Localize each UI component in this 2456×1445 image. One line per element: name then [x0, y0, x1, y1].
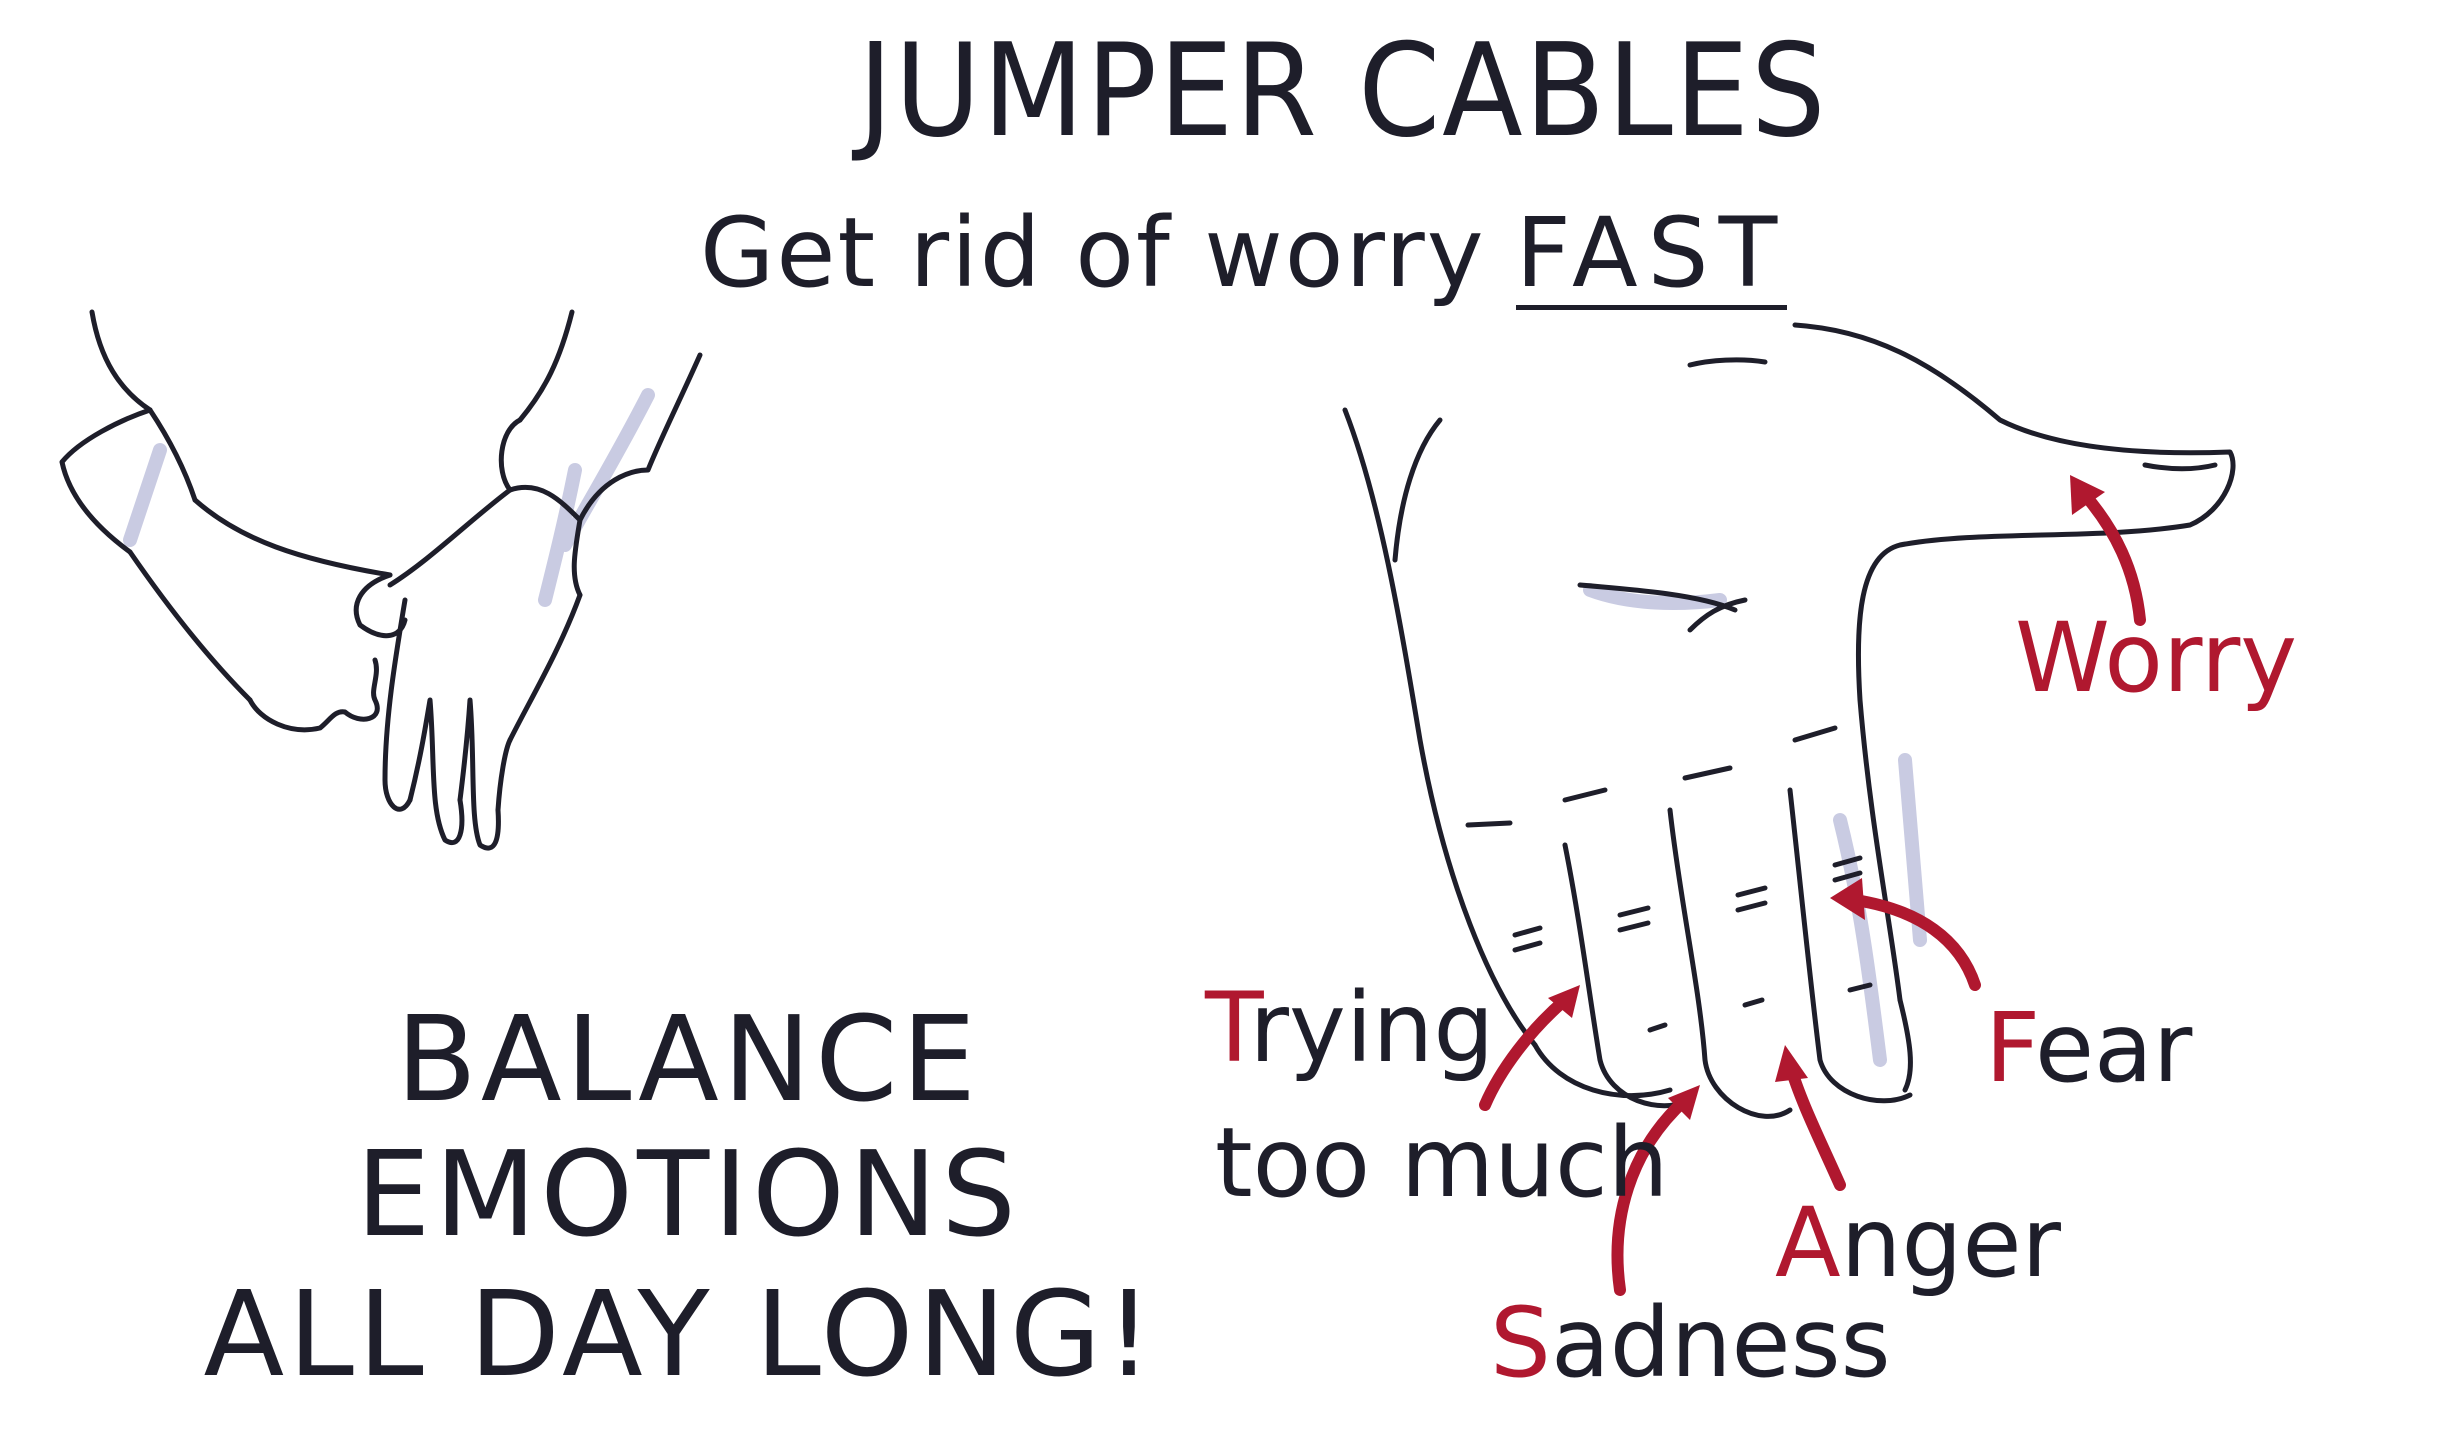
label-fear-rest: ear: [2034, 992, 2193, 1104]
label-fear: Fear: [1985, 1000, 2192, 1096]
arrow-worry-head: [2070, 475, 2105, 515]
joint-mark-3: [1735, 885, 1768, 913]
right-hand-finger-3: [495, 737, 513, 813]
palm-line-2: [1687, 597, 1748, 633]
label-fear-initial: F: [1985, 992, 2035, 1104]
thumb-nail: [2142, 462, 2218, 472]
label-trying: Trying: [1205, 980, 1494, 1076]
finger-tip-little: [1532, 1042, 1673, 1099]
arrow-anger-head: [1775, 1045, 1808, 1082]
joint-mark-5: [1647, 1022, 1668, 1033]
right-forearm-top: [387, 487, 513, 588]
label-worry-rest: orry: [2104, 602, 2298, 714]
thumb-outline: [1792, 322, 2236, 1003]
page-title: JUMPER CABLES: [858, 17, 1828, 166]
finger-little: [1562, 842, 1693, 1109]
left-fist-knuckle: [353, 572, 408, 639]
finger-shade: [1833, 813, 1887, 1067]
left-cuff-fold: [147, 407, 198, 503]
joint-mark-4: [1832, 855, 1863, 883]
left-fist-fingers: [247, 657, 380, 733]
right-hand-finger-2: [457, 697, 501, 851]
label-trying-line2-text: too much: [1215, 1107, 1669, 1219]
left-cuff: [59, 407, 153, 555]
cuff-shade-left: [123, 443, 167, 547]
finger-middle: [1787, 787, 1913, 1104]
message-line-1: BALANCE: [395, 990, 981, 1128]
open-palm-drawing: [1342, 322, 2236, 1119]
subtitle-lead: Get rid of worry: [700, 197, 1486, 309]
emotion-arrows: [1479, 475, 2146, 1296]
cuff-shade-right: [538, 463, 582, 607]
subtitle-emphasis: FAST: [1515, 197, 1788, 310]
right-forearm-bottom: [507, 592, 583, 743]
right-hand-finger-1: [407, 697, 465, 845]
label-worry: Worry: [2015, 610, 2297, 706]
arrow-worry: [2079, 489, 2146, 626]
knuckle-dash-1: [1465, 820, 1513, 828]
message-line-2: EMOTIONS: [355, 1125, 1021, 1263]
finger-ring: [1667, 807, 1793, 1119]
left-sleeve-upper: [89, 309, 153, 413]
joint-mark-6: [1742, 997, 1765, 1008]
knuckle-dash-4: [1792, 725, 1838, 743]
left-forearm-top: [192, 497, 393, 578]
label-sadness: Sadness: [1490, 1295, 1891, 1391]
right-hand-thumb: [382, 597, 413, 812]
label-anger-initial: A: [1775, 1187, 1841, 1299]
arrow-fear: [1849, 894, 1981, 991]
left-forearm-bottom: [127, 549, 253, 703]
sleeve-shade-right: [558, 388, 655, 552]
message-line-3: ALL DAY LONG!: [203, 1265, 1157, 1403]
palm-crease-left: [1392, 417, 1443, 563]
joint-mark-1: [1512, 925, 1543, 953]
arrow-sadness-head: [1668, 1085, 1700, 1120]
arrow-trying: [1479, 994, 1571, 1111]
arrow-sadness: [1611, 1094, 1691, 1296]
joint-mark-2: [1617, 905, 1651, 933]
palm-left-edge: [1342, 407, 1538, 1048]
label-sadness-rest: adness: [1550, 1287, 1891, 1399]
palm-top-mark: [1687, 357, 1768, 368]
label-anger-rest: nger: [1840, 1187, 2061, 1299]
knuckle-dash-2: [1562, 787, 1608, 803]
right-sleeve-upper: [517, 309, 575, 423]
arrow-fear-head: [1830, 878, 1865, 920]
arrow-trying-head: [1548, 985, 1580, 1018]
subtitle: Get rid of worry FAST: [700, 197, 1788, 310]
label-trying-rest: rying: [1249, 972, 1495, 1084]
label-anger: Anger: [1775, 1195, 2061, 1291]
knuckle-dash-3: [1682, 765, 1733, 781]
holding-hands-drawing: [59, 309, 703, 851]
label-trying-initial: T: [1205, 972, 1250, 1084]
label-worry-initial: W: [2015, 602, 2105, 714]
label-sadness-initial: S: [1490, 1287, 1551, 1399]
right-cuff: [571, 352, 703, 598]
joint-mark-7: [1847, 982, 1873, 993]
label-trying-line2: too much: [1215, 1115, 1669, 1211]
finger-tip-index: [1897, 997, 1913, 1093]
